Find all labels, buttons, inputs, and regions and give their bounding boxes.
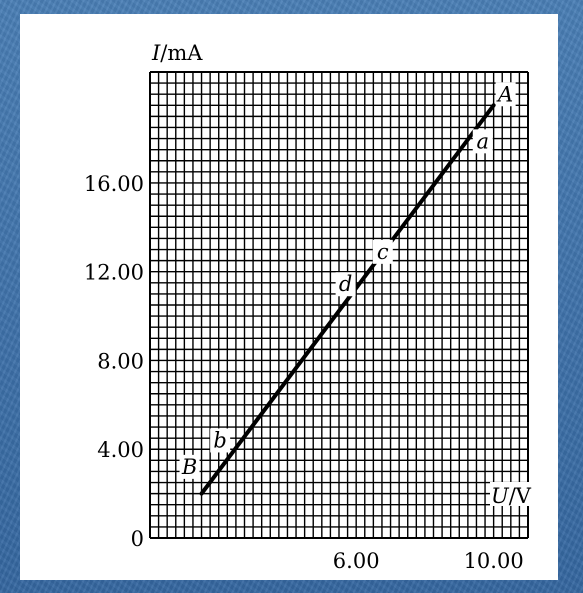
grid: [149, 71, 529, 539]
x-axis-title: U/V: [491, 484, 532, 508]
point-label: d: [339, 272, 352, 296]
point-label-bg: [179, 454, 200, 479]
y-axis-symbol: I: [151, 41, 161, 65]
iv-line: [199, 103, 496, 496]
point-labels: Aa c d bB: [179, 82, 516, 479]
x-axis-title-bg: [490, 482, 530, 506]
series: [199, 103, 496, 496]
point-label: B: [181, 455, 197, 479]
point-label-bg: [472, 129, 493, 154]
point-label: b: [213, 428, 226, 452]
tick-labels: 0 4.00 8.00 12.00 16.00 6.00 10.00: [84, 172, 524, 573]
y-tick-label: 16.00: [84, 172, 144, 196]
point-label: c: [377, 240, 389, 264]
y-tick-label: 8.00: [97, 349, 144, 373]
point-label-bg: [495, 82, 516, 107]
y-tick-label: 4.00: [97, 438, 144, 462]
point-label-bg: [335, 272, 356, 297]
point-label: A: [496, 82, 513, 106]
y-tick-label: 12.00: [84, 261, 144, 285]
point-label: a: [476, 129, 489, 153]
y-tick-label: 0: [131, 527, 144, 551]
point-label-bg: [372, 239, 393, 264]
x-tick-label: 6.00: [333, 549, 380, 573]
point-label-bg: [210, 428, 231, 453]
y-axis-title: I/mA: [151, 41, 203, 65]
x-tick-label: 10.00: [464, 549, 524, 573]
x-axis-symbol: U: [491, 484, 510, 508]
y-axis-unit: /mA: [160, 41, 203, 65]
x-axis-unit: /V: [509, 484, 532, 508]
